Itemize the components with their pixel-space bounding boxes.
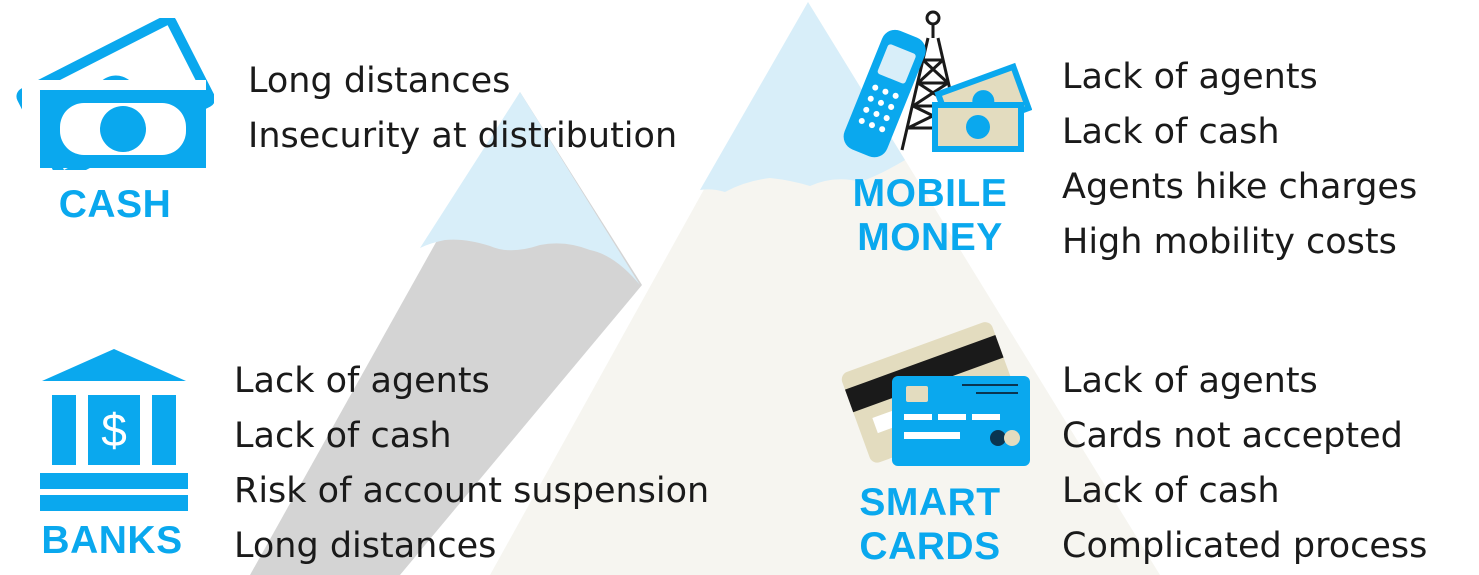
mobile-money-label-line2: MONEY [857,216,1003,259]
list-item: Lack of agents [234,361,490,401]
mobile-money-items: Lack of agents Lack of cash Agents hike … [1062,50,1417,270]
smart-cards-label-line2: CARDS [859,525,1001,568]
banks-label: BANKS [41,519,183,562]
banknotes-icon [16,18,214,170]
mobile-money-label: MOBILE MONEY [830,172,1030,260]
list-item: Insecurity at distribution [248,116,678,156]
list-item: Complicated process [1062,526,1428,566]
list-item: Long distances [248,61,511,101]
smart-cards-icon [841,322,1030,466]
cash-label: CASH [58,183,172,226]
list-item: Lack of agents [1062,361,1318,401]
dollar-sign: $ [101,404,127,456]
list-item: Risk of account suspension [234,471,710,511]
cash-items: Long distances Insecurity at distributio… [248,54,677,164]
banks-items: Lack of agents Lack of cash Risk of acco… [234,354,709,574]
list-item: Agents hike charges [1062,167,1418,207]
left-mountain-snowcap [420,92,640,285]
list-item: Lack of cash [234,416,452,456]
smart-cards-label: SMART CARDS [830,481,1030,569]
smart-cards-label-line1: SMART [859,481,1001,524]
list-item: High mobility costs [1062,222,1397,262]
mobile-phone-tower-cash-icon [843,10,1032,158]
list-item: Cards not accepted [1062,416,1403,456]
list-item: Lack of cash [1062,112,1280,152]
list-item: Long distances [234,526,497,566]
list-item: Lack of cash [1062,471,1280,511]
list-item: Lack of agents [1062,57,1318,97]
smart-cards-items: Lack of agents Cards not accepted Lack o… [1062,354,1427,574]
bank-building-icon: $ [40,349,188,511]
mobile-money-label-line1: MOBILE [852,172,1008,215]
